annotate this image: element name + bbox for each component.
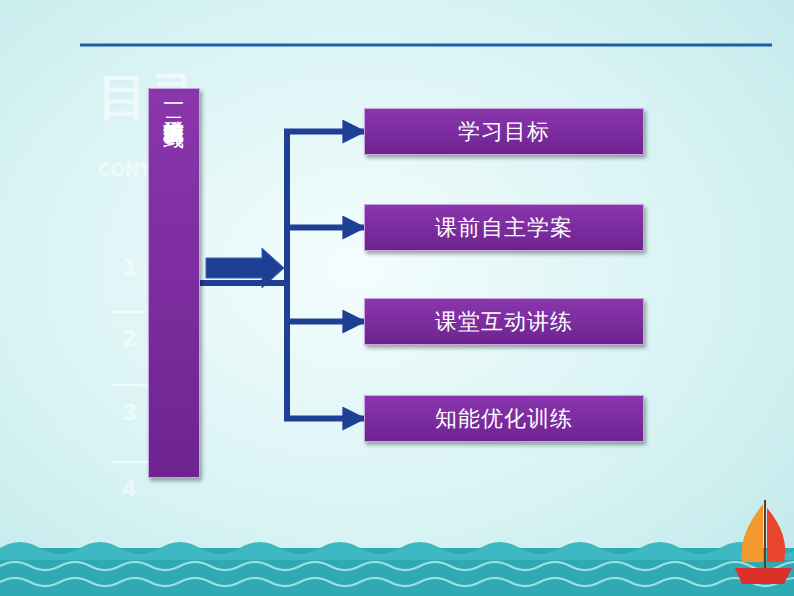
sailboat <box>735 500 792 584</box>
menu-label: 知能优化训练 <box>435 404 573 434</box>
callout-number: 4 <box>122 476 137 501</box>
branch-arrow <box>200 283 364 322</box>
section-banner: 一二维形式的柯西不等式 <box>148 88 200 478</box>
wave-band <box>0 542 794 596</box>
menu-label: 课堂互动讲练 <box>435 307 573 337</box>
section-title: 一 <box>160 93 188 94</box>
header-rule <box>80 44 772 47</box>
section-title: 二维形式的柯西不等式 <box>160 102 188 112</box>
branch-arrow <box>200 283 364 419</box>
callout-number: 1 <box>122 255 137 280</box>
callout-number: 3 <box>122 400 137 425</box>
menu-box: 知能优化训练 <box>364 395 644 442</box>
branch-arrow <box>200 228 364 284</box>
menu-label: 课前自主学案 <box>435 213 573 243</box>
menu-label: 学习目标 <box>458 117 550 147</box>
menu-box: 学习目标 <box>364 108 644 155</box>
branch-arrow <box>200 132 364 284</box>
menu-box: 课堂互动讲练 <box>364 298 644 345</box>
callout-number: 2 <box>122 326 137 351</box>
menu-box: 课前自主学案 <box>364 204 644 251</box>
